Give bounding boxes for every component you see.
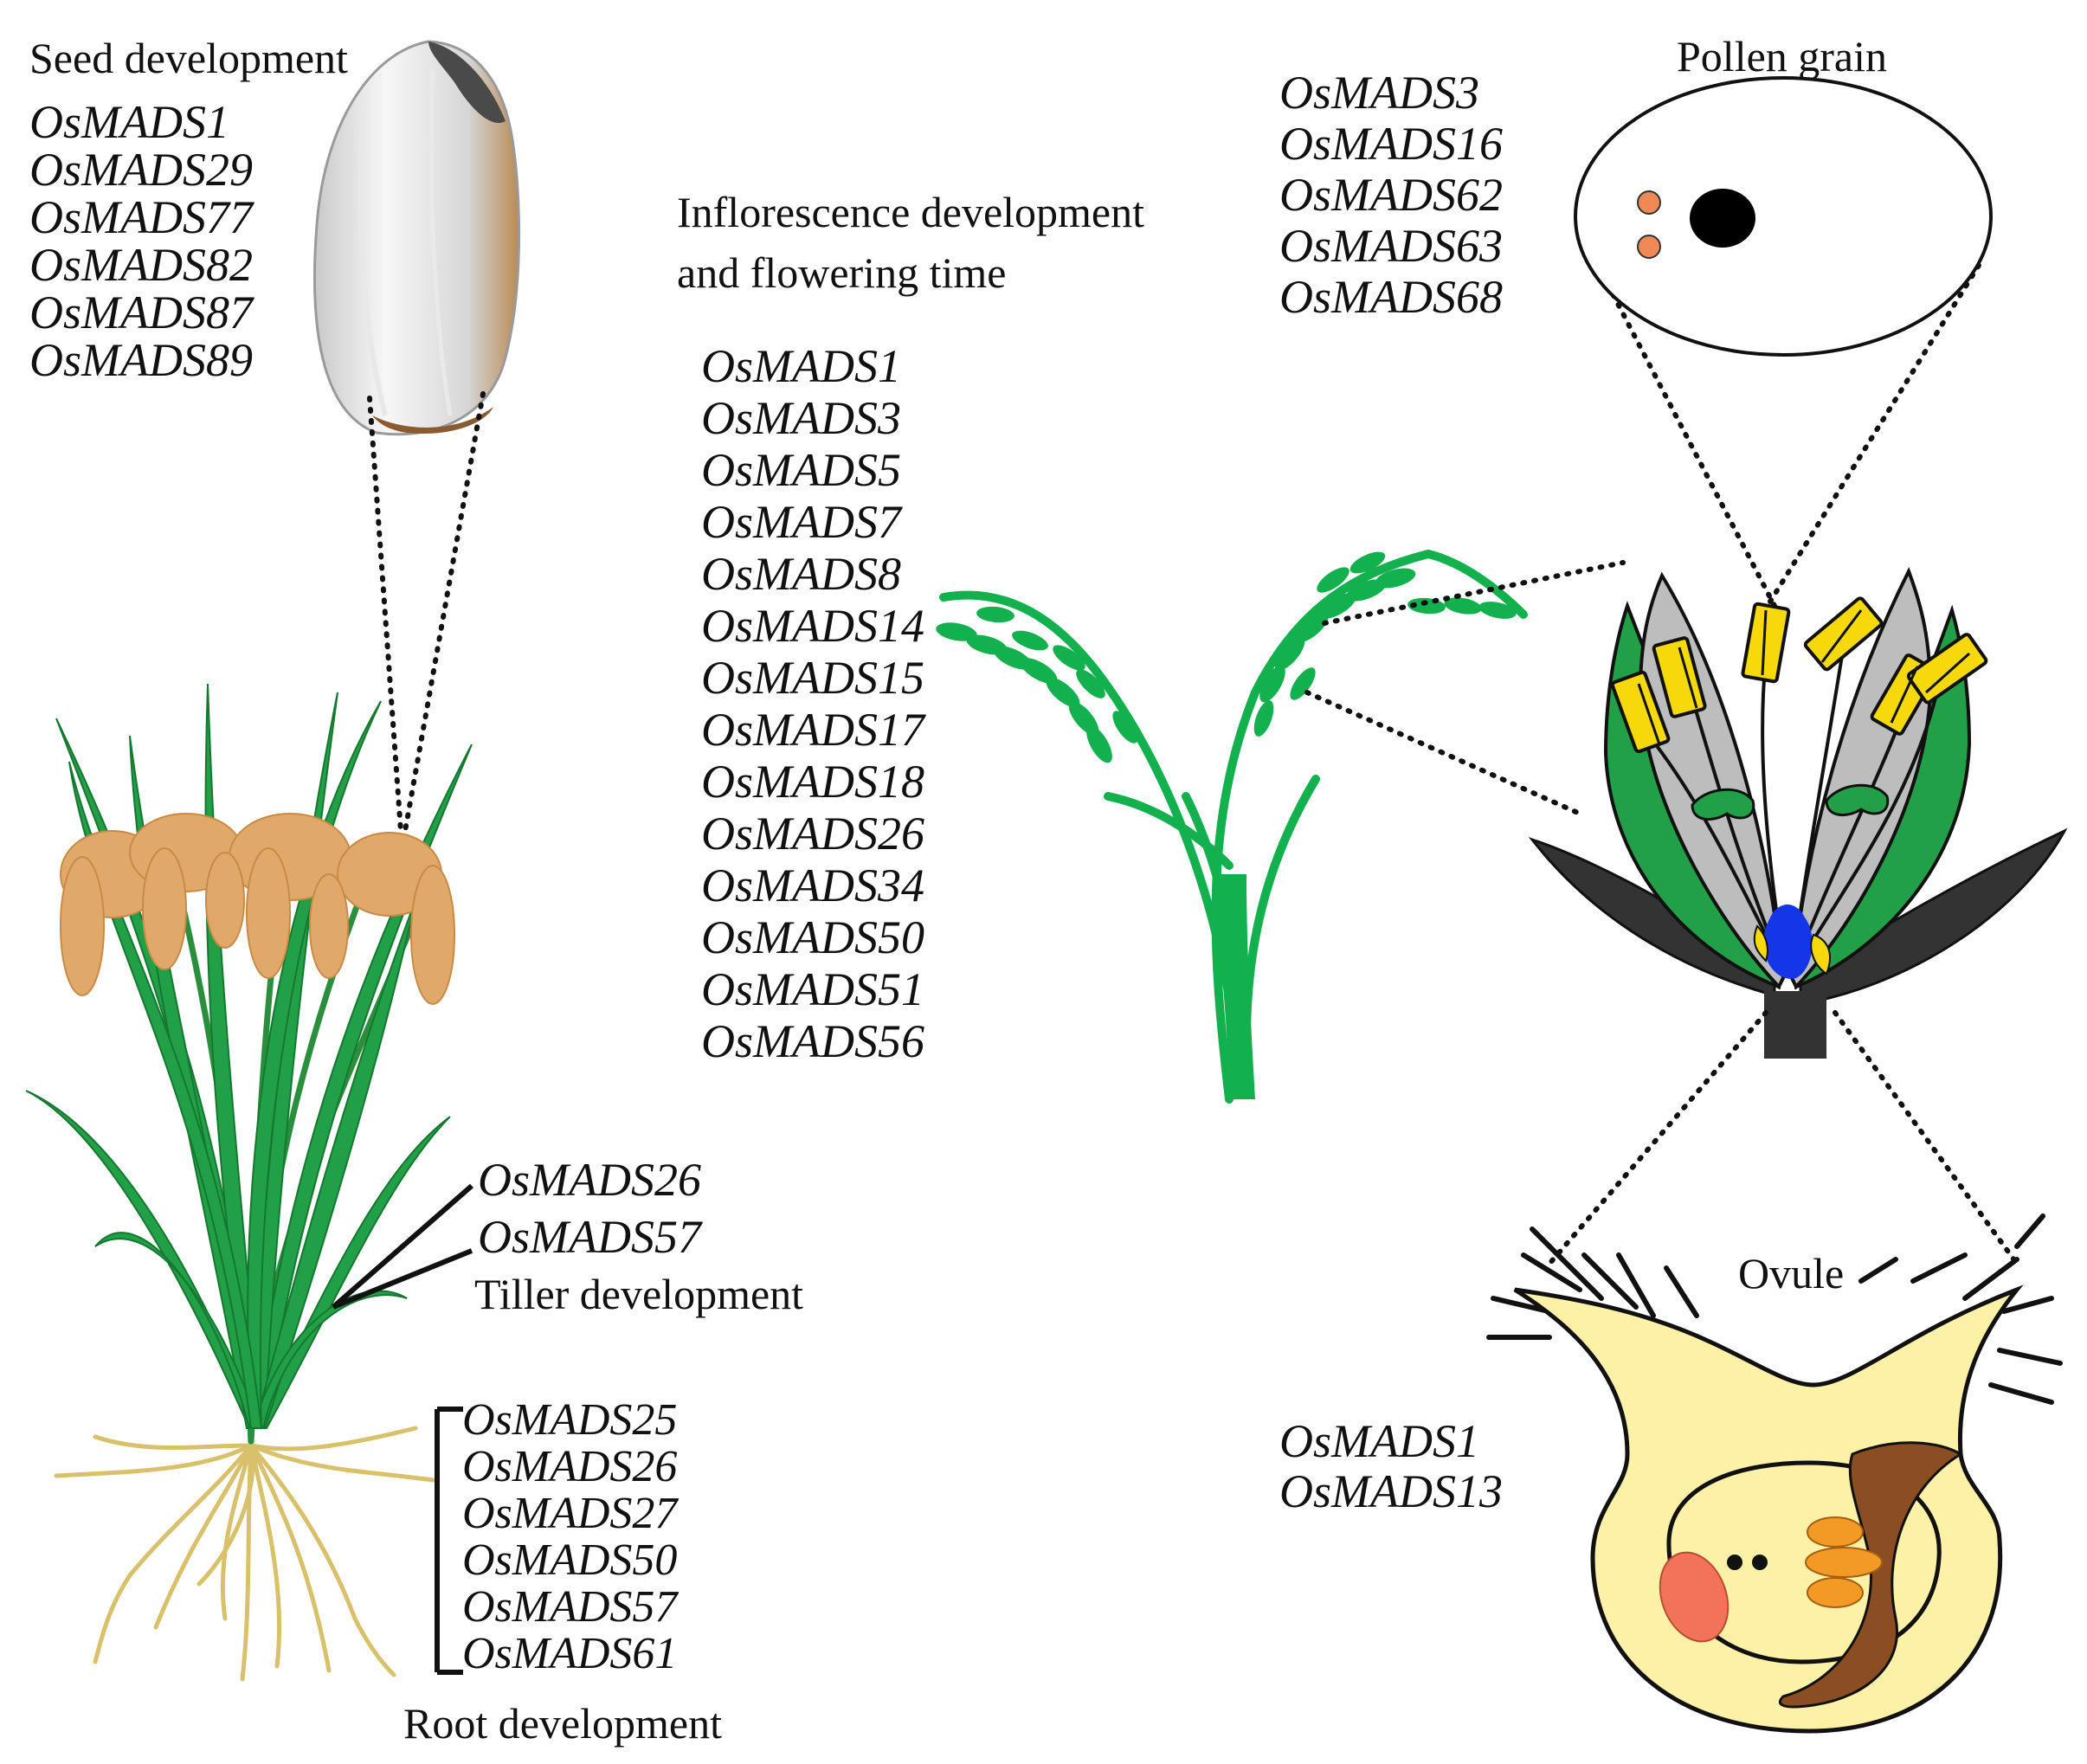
gene-label: OsMADS1 — [1279, 1415, 1479, 1467]
gene-label: OsMADS62 — [1279, 169, 1503, 221]
rice-floret-icon — [1528, 567, 2068, 1059]
gene-label: OsMADS50 — [462, 1535, 678, 1585]
ovule-zoom-lines — [1547, 1010, 2019, 1266]
rice-plant-icon — [25, 683, 473, 1682]
gene-label: OsMADS77 — [29, 191, 253, 243]
pollen-gene-list: OsMADS3 OsMADS16 OsMADS62 OsMADS63 OsMAD… — [1279, 68, 1503, 323]
gene-label: OsMADS51 — [701, 963, 924, 1015]
gene-label: OsMADS15 — [701, 652, 924, 704]
seed-development-label: Seed development — [29, 34, 348, 82]
gene-label: OsMADS5 — [701, 444, 901, 496]
root-gene-list: OsMADS25 OsMADS26 OsMADS27 OsMADS50 OsMA… — [462, 1397, 677, 1677]
seed-gene-list: OsMADS1 OsMADS29 OsMADS77 OsMADS82 OsMAD… — [29, 99, 253, 384]
rice-grain-icon — [313, 40, 521, 436]
root-bracket — [435, 1407, 463, 1675]
gene-label: OsMADS26 — [478, 1154, 701, 1206]
gene-label: OsMADS3 — [1279, 67, 1479, 119]
seed-zoom-lines — [367, 391, 486, 834]
tiller-development-label: Tiller development — [474, 1270, 804, 1318]
gene-label: OsMADS82 — [29, 239, 253, 291]
plant-panicles — [60, 813, 455, 1005]
gene-label: OsMADS18 — [701, 756, 924, 808]
ovule-icon — [1486, 1214, 2063, 1734]
root-system — [54, 1426, 435, 1682]
gene-label: OsMADS34 — [701, 859, 924, 911]
panicle-zoom-lines — [1304, 560, 1626, 816]
gene-label: OsMADS29 — [29, 144, 253, 196]
gene-label: OsMADS17 — [701, 704, 924, 756]
gene-label: OsMADS1 — [701, 340, 901, 392]
gene-label: OsMADS57 — [462, 1582, 678, 1632]
pollen-grain-icon — [1574, 76, 1993, 357]
gene-label: OsMADS27 — [462, 1489, 678, 1538]
gene-label: OsMADS63 — [1279, 220, 1503, 272]
gene-label: OsMADS57 — [478, 1211, 701, 1263]
gene-label: OsMADS3 — [701, 392, 901, 444]
gene-label: OsMADS1 — [29, 96, 229, 148]
gene-label: OsMADS50 — [701, 911, 924, 963]
gene-label: OsMADS14 — [701, 600, 924, 652]
gene-label: OsMADS16 — [1279, 118, 1503, 170]
gene-label: OsMADS87 — [29, 286, 253, 338]
tiller-pointer-lines — [332, 1183, 473, 1310]
gene-label: OsMADS61 — [462, 1629, 678, 1678]
pollen-grain-label: Pollen grain — [1677, 32, 1888, 80]
inflorescence-label-line2: and flowering time — [677, 248, 1007, 297]
gene-label: OsMADS26 — [462, 1442, 678, 1491]
gene-label: OsMADS56 — [701, 1015, 924, 1067]
root-development-label: Root development — [403, 1699, 722, 1748]
gene-label: OsMADS89 — [29, 334, 253, 386]
gene-label: OsMADS26 — [701, 808, 924, 859]
inflorescence-gene-list: OsMADS1 OsMADS3 OsMADS5 OsMADS7 OsMADS8 … — [701, 340, 924, 1067]
gene-label: OsMADS13 — [1279, 1465, 1503, 1517]
gene-label: OsMADS25 — [462, 1395, 678, 1445]
ovule-label: Ovule — [1738, 1249, 1845, 1297]
tiller-gene-list: OsMADS26 OsMADS57 — [478, 1151, 701, 1265]
gene-label: OsMADS8 — [701, 548, 901, 600]
rice-panicle-icon — [936, 550, 1528, 1104]
ovule-gene-list: OsMADS1 OsMADS13 — [1279, 1416, 1503, 1516]
inflorescence-label-line1: Inflorescence development — [677, 188, 1145, 236]
leaves — [25, 683, 473, 1429]
gene-label: OsMADS7 — [701, 496, 901, 548]
pollen-zoom-lines — [1590, 253, 1985, 608]
gene-label: OsMADS68 — [1279, 271, 1503, 323]
